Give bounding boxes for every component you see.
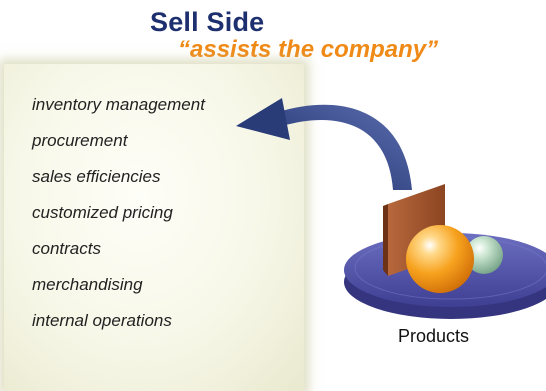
- sell-side-list: inventory management procurement sales e…: [32, 87, 205, 339]
- list-item: customized pricing: [32, 203, 173, 222]
- list-item: merchandising: [32, 275, 143, 294]
- list-item: sales efficiencies: [32, 167, 161, 186]
- list-item: procurement: [32, 131, 128, 150]
- curved-arrow-icon: [236, 98, 412, 190]
- list-item: internal operations: [32, 311, 172, 330]
- page-subtitle: “assists the company”: [178, 36, 439, 63]
- orange-sphere-icon: [406, 225, 474, 293]
- page-title: Sell Side: [150, 7, 265, 37]
- green-sphere-icon: [465, 236, 503, 274]
- list-item: inventory management: [32, 95, 205, 114]
- list-item: contracts: [32, 239, 101, 258]
- products-label: Products: [398, 326, 470, 346]
